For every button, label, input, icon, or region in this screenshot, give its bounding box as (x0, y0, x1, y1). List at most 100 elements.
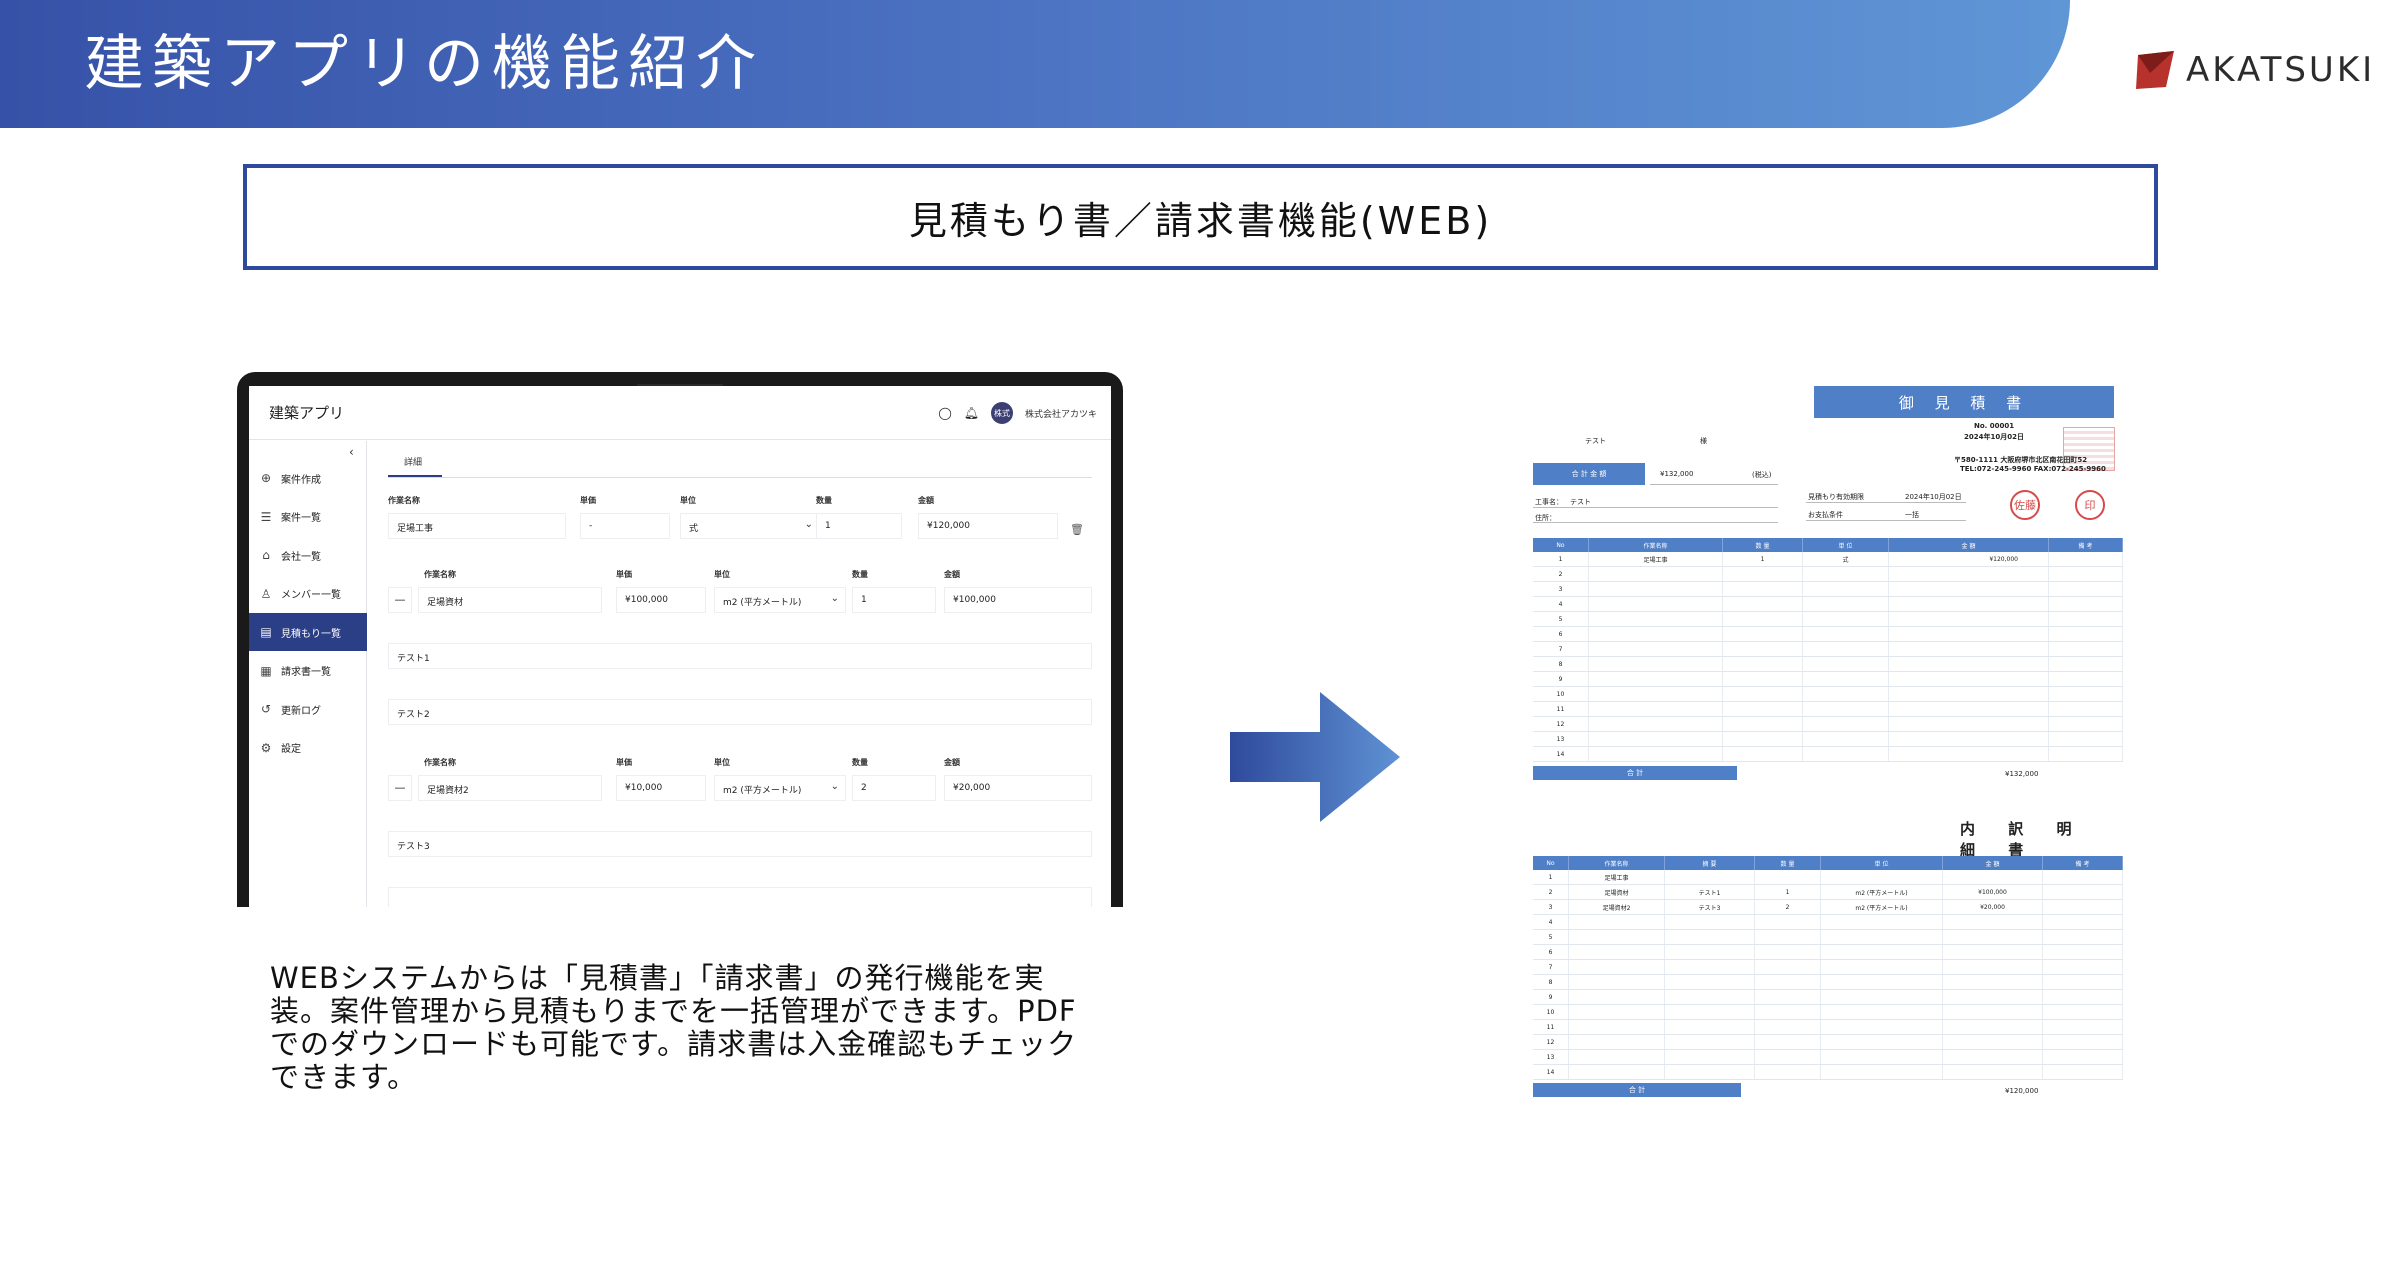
arrow-right-icon (1230, 692, 1400, 822)
sidebar-item[interactable]: ▤ 見積もり一覧 (249, 613, 367, 651)
sidebar-item-label: 見積もり一覧 (281, 628, 341, 640)
table-cell: 5 (1533, 930, 1569, 944)
table-cell (2043, 1065, 2123, 1079)
unit-select[interactable]: 式⌄ (680, 513, 820, 539)
document-stack-icon: ▤ (260, 625, 272, 639)
table-cell (2049, 627, 2123, 641)
table-cell: 足場工事 (1569, 870, 1665, 884)
table-cell: 9 (1533, 672, 1589, 686)
company-name[interactable]: 株式会社アカツキ (1024, 409, 1097, 420)
remove-subitem-button[interactable]: — (388, 775, 412, 801)
label-amount: 金額 (944, 570, 960, 579)
label-unit-price: 単価 (580, 496, 596, 505)
chat-icon[interactable]: ◯ (938, 406, 952, 420)
table-cell (1803, 687, 1889, 701)
table-row: 3 (1533, 582, 2123, 597)
qty-field[interactable]: 1 (816, 513, 902, 539)
subtitle: 見積もり書／請求書機能(WEB) (908, 198, 1493, 243)
sidebar-item[interactable]: ♙ メンバー一覧 (249, 575, 367, 613)
table-cell (2043, 930, 2123, 944)
sidebar-item-label: 請求書一覧 (281, 667, 331, 678)
table-cell (1755, 945, 1821, 959)
table-cell (1665, 960, 1755, 974)
table-cell (1803, 672, 1889, 686)
sub-unit-price-field[interactable]: ¥100,000 (616, 587, 706, 613)
table-cell (1803, 747, 1889, 761)
table-cell (1889, 657, 2049, 671)
note-field[interactable]: テスト2 (388, 699, 1092, 725)
bell-icon[interactable]: 🔔︎ (963, 406, 979, 420)
sub-qty-field[interactable]: 2 (852, 775, 936, 801)
table-cell (1755, 870, 1821, 884)
collapse-chevron-icon[interactable]: ‹ (349, 445, 354, 459)
sub-name-field[interactable]: 足場資材2 (418, 775, 602, 801)
sub-qty-field[interactable]: 1 (852, 587, 936, 613)
table-cell (2049, 732, 2123, 746)
laptop-mockup: 建築アプリ ◯ 🔔︎ 株式 株式会社アカツキ ‹ ⊕案件作成☰案件一覧⌂会社一覧… (237, 372, 1123, 907)
sub-unit-select[interactable]: m2 (平方メートル)⌄ (714, 775, 846, 801)
sidebar-item[interactable]: ⌂会社一覧 (249, 536, 367, 574)
table-cell: 1 (1533, 870, 1569, 884)
sub-note-field[interactable]: テスト1 (388, 643, 1092, 669)
table-cell (1889, 702, 2049, 716)
table-cell (1569, 915, 1665, 929)
table-cell (1889, 687, 2049, 701)
table-cell (1803, 702, 1889, 716)
work-name-field[interactable]: 足場工事 (388, 513, 566, 539)
tab-detail[interactable]: 詳細 (388, 451, 442, 477)
sidebar-item[interactable]: ⊕案件作成 (249, 459, 367, 497)
table-cell (1755, 1020, 1821, 1034)
label-unit: 単位 (714, 758, 730, 767)
table-row: 14 (1533, 1065, 2123, 1080)
trash-icon[interactable]: 🗑︎ (1070, 523, 1084, 536)
column-header: 数 量 (1723, 538, 1803, 552)
table-cell (2049, 612, 2123, 626)
table-cell (1755, 975, 1821, 989)
user-icon: ♙ (260, 586, 272, 601)
table-cell (1589, 687, 1723, 701)
sub-unit-price-field[interactable]: ¥10,000 (616, 775, 706, 801)
table-cell (1589, 582, 1723, 596)
sub-amount-field[interactable]: ¥20,000 (944, 775, 1092, 801)
sidebar-item-label: メンバー一覧 (281, 590, 341, 601)
unit-price-field[interactable]: - (580, 513, 670, 539)
breakdown-sum-value: ¥120,000 (2005, 1087, 2039, 1095)
client-name: テスト (1585, 437, 1606, 445)
table-row: 2 (1533, 567, 2123, 582)
column-header: 単 位 (1821, 856, 1943, 870)
table-cell: 14 (1533, 747, 1589, 761)
table-cell: 足場工事 (1589, 552, 1723, 566)
table-cell (1723, 642, 1803, 656)
sub-name-field[interactable]: 足場資材 (418, 587, 602, 613)
sub-unit-select[interactable]: m2 (平方メートル)⌄ (714, 587, 846, 613)
table-cell: 足場資材 (1569, 885, 1665, 899)
column-header: 金 額 (1943, 856, 2043, 870)
table-cell (1943, 1020, 2043, 1034)
akatsuki-logo: AKATSUKI (2136, 45, 2375, 95)
table-row: 9 (1533, 990, 2123, 1005)
table-cell (1803, 612, 1889, 626)
table-cell (1943, 1050, 2043, 1064)
sub-amount-field[interactable]: ¥100,000 (944, 587, 1092, 613)
table-cell (2049, 687, 2123, 701)
table-cell (2043, 990, 2123, 1004)
sidebar-item[interactable]: ☰案件一覧 (249, 498, 367, 536)
sidebar-item[interactable]: ⚙設定 (249, 729, 367, 767)
sidebar-item[interactable]: ▦請求書一覧 (249, 652, 367, 690)
amount-field[interactable]: ¥120,000 (918, 513, 1058, 539)
avatar[interactable]: 株式 (990, 402, 1013, 424)
chevron-down-icon: ⌄ (830, 781, 839, 792)
sidebar-item[interactable]: ↺更新ログ (249, 690, 367, 728)
table-cell (1569, 975, 1665, 989)
sub-note-field[interactable]: テスト3 (388, 831, 1092, 857)
table-cell (1589, 747, 1723, 761)
table-cell: 8 (1533, 975, 1569, 989)
column-header: 作業名称 (1569, 856, 1665, 870)
table-row: 12 (1533, 717, 2123, 732)
list-icon: ☰ (260, 509, 272, 524)
note-field[interactable] (388, 887, 1092, 907)
remove-subitem-button[interactable]: — (388, 587, 412, 613)
